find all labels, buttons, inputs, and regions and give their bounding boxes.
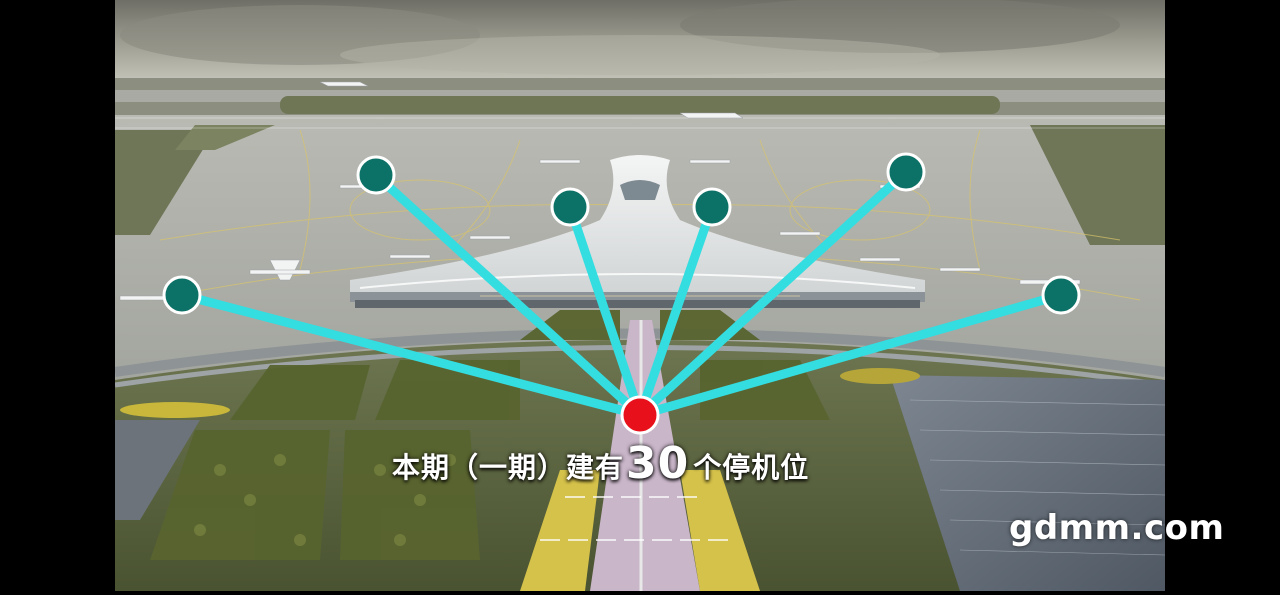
parking-stand-caption: 本期（一期）建有 30 个停机位 bbox=[392, 424, 809, 488]
caption-number: 30 bbox=[626, 438, 690, 489]
right-letterbox bbox=[1165, 0, 1280, 591]
stand-connector-lines bbox=[177, 167, 1066, 420]
connector-line bbox=[635, 202, 717, 420]
connector-line bbox=[371, 170, 645, 420]
stand-marker bbox=[1041, 275, 1081, 315]
terminal-building bbox=[350, 155, 925, 308]
left-letterbox bbox=[0, 0, 115, 591]
stand-marker bbox=[356, 155, 396, 195]
connector-line bbox=[565, 202, 645, 420]
stand-marker bbox=[550, 187, 590, 227]
connector-line bbox=[635, 290, 1066, 420]
caption-suffix: 个停机位 bbox=[693, 451, 810, 484]
connector-line bbox=[635, 167, 911, 420]
stand-markers bbox=[162, 152, 1081, 315]
stand-marker bbox=[692, 187, 732, 227]
watermark: gdmm.com bbox=[1009, 508, 1225, 548]
stand-marker bbox=[162, 275, 202, 315]
origin-marker bbox=[620, 395, 660, 435]
connector-line bbox=[177, 290, 645, 420]
stand-marker bbox=[886, 152, 926, 192]
caption-prefix: 本期（一期）建有 bbox=[392, 451, 625, 484]
